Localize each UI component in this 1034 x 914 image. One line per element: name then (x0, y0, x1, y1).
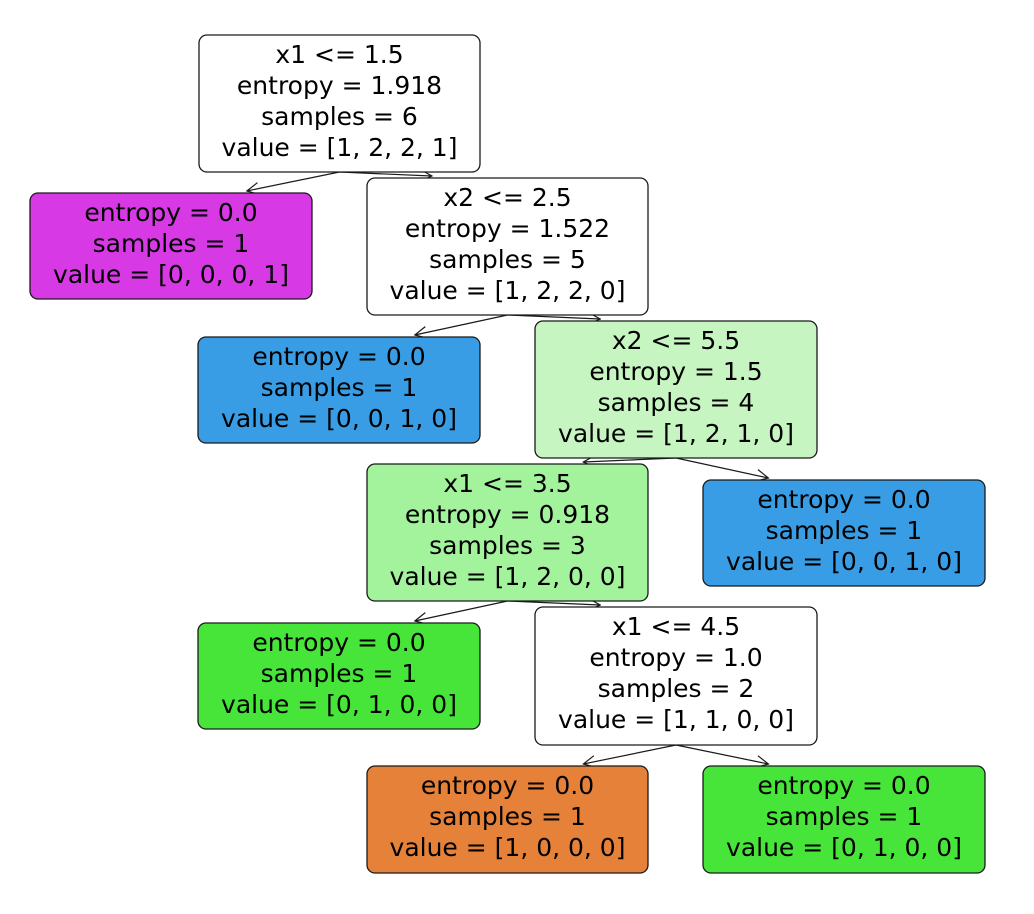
node-label-line: entropy = 0.0 (252, 628, 425, 657)
node-box (366, 177, 649, 316)
node-label-line: x1 <= 4.5 (612, 612, 740, 641)
tree-edge-n5-n8 (507, 601, 601, 605)
node-label-line: entropy = 1.0 (589, 643, 762, 672)
node-label-line: entropy = 1.5 (589, 357, 762, 386)
node-label-line: value = [1, 2, 2, 0] (390, 276, 626, 305)
tree-edge-n8-n9 (583, 744, 677, 764)
node-label-line: x2 <= 2.5 (443, 183, 571, 212)
node-box (702, 479, 986, 587)
node-label-line: value = [1, 2, 2, 1] (222, 133, 458, 162)
node-label-line: value = [0, 1, 0, 0] (221, 690, 457, 719)
node-label-line: samples = 4 (598, 388, 755, 417)
node-label-line: entropy = 0.0 (757, 485, 930, 514)
tree-edge-n2-n3 (415, 314, 508, 335)
node-box (29, 192, 313, 300)
tree-edge-n5-n7 (415, 600, 508, 621)
node-label-line: entropy = 0.0 (421, 771, 594, 800)
node-label-line: samples = 1 (429, 802, 586, 831)
node-label-line: entropy = 0.918 (405, 500, 610, 529)
node-box (197, 622, 481, 730)
tree-edge-n0-n2 (339, 172, 432, 176)
node-box (534, 606, 818, 746)
node-label-line: samples = 1 (766, 516, 923, 545)
node-label-line: x2 <= 5.5 (612, 326, 740, 355)
node-box (366, 463, 649, 602)
node-label-line: samples = 3 (429, 531, 586, 560)
node-label-line: x1 <= 3.5 (443, 469, 571, 498)
node-box (702, 765, 986, 874)
node-box (198, 34, 481, 173)
node-label-line: value = [0, 1, 0, 0] (726, 833, 962, 862)
node-label-line: x1 <= 1.5 (275, 40, 403, 69)
node-label-line: entropy = 0.0 (84, 198, 257, 227)
node-label-line: entropy = 1.918 (237, 71, 442, 100)
node-label-line: samples = 2 (598, 674, 755, 703)
tree-edges (247, 172, 769, 764)
node-label-line: value = [1, 2, 0, 0] (390, 562, 626, 591)
node-label-line: samples = 1 (93, 229, 250, 258)
node-box (534, 320, 818, 459)
node-label-line: samples = 1 (261, 659, 418, 688)
tree-edge-n0-n1 (247, 171, 340, 191)
node-box (197, 336, 481, 444)
tree-edge-n2-n4 (507, 315, 601, 319)
tree-edge-n4-n5 (583, 458, 677, 462)
node-label-line: entropy = 0.0 (252, 342, 425, 371)
node-label-line: samples = 1 (766, 802, 923, 831)
node-label-line: value = [0, 0, 1, 0] (221, 404, 457, 433)
node-label-line: entropy = 1.522 (405, 214, 610, 243)
node-label-line: value = [0, 0, 0, 1] (53, 260, 289, 289)
tree-edge-n8-n10 (675, 744, 768, 764)
tree-edge-n4-n6 (675, 457, 768, 478)
node-label-line: entropy = 0.0 (757, 771, 930, 800)
node-label-line: samples = 5 (429, 245, 586, 274)
node-label-line: samples = 6 (261, 102, 418, 131)
node-label-line: samples = 1 (261, 373, 418, 402)
node-label-line: value = [1, 1, 0, 0] (558, 705, 794, 734)
node-label-line: value = [1, 0, 0, 0] (390, 833, 626, 862)
node-box (366, 765, 649, 874)
node-label-line: value = [0, 0, 1, 0] (726, 547, 962, 576)
node-label-line: value = [1, 2, 1, 0] (558, 419, 794, 448)
